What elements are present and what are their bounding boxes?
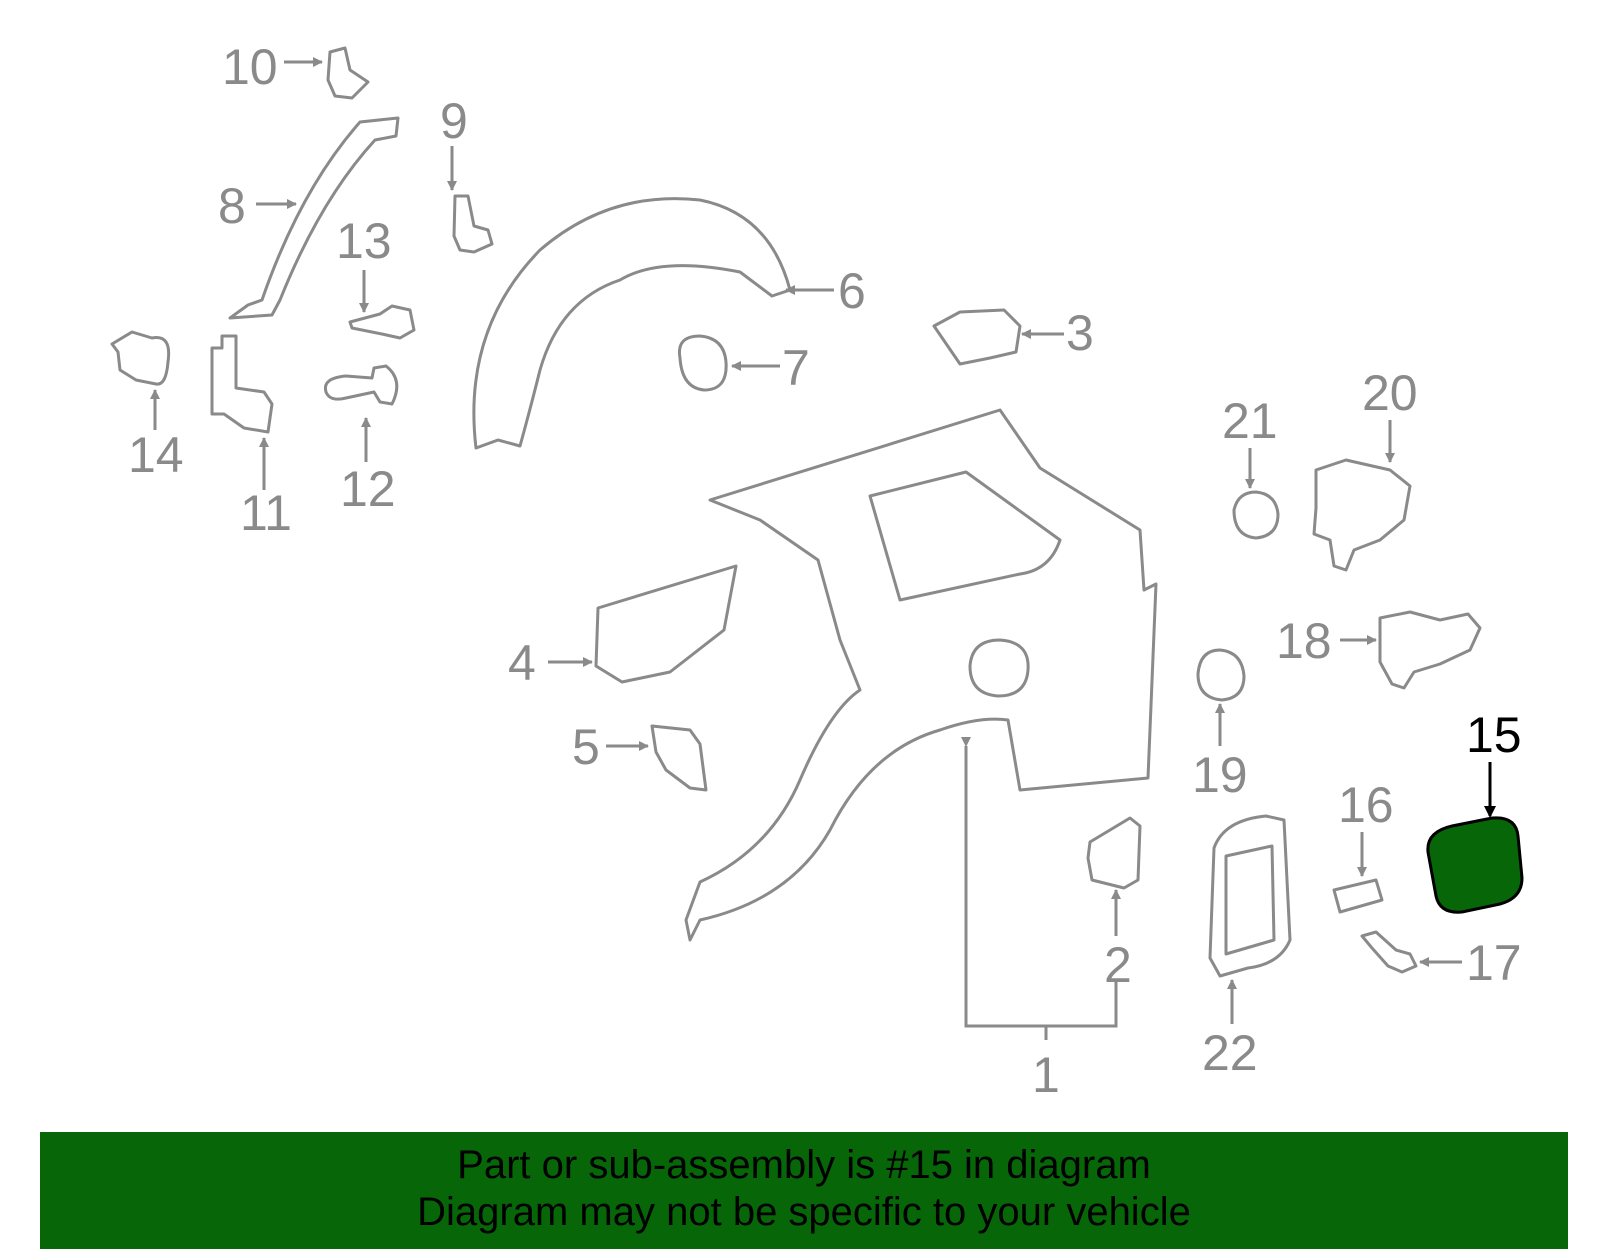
part-4-panel xyxy=(594,564,738,684)
callout-20: 20 xyxy=(1362,365,1418,421)
callout-16: 16 xyxy=(1338,777,1394,833)
part-22-housing xyxy=(1208,814,1292,978)
callout-11: 11 xyxy=(240,485,292,541)
part-1-fuel-opening xyxy=(968,638,1030,698)
part-16-label xyxy=(1332,878,1384,914)
part-20-actuator xyxy=(1312,458,1412,572)
notice-line-disclaimer: Diagram may not be specific to your vehi… xyxy=(417,1190,1191,1234)
callout-2: 2 xyxy=(1104,937,1132,993)
callout-8: 8 xyxy=(218,178,246,234)
callout-10: 10 xyxy=(222,39,278,95)
notice-line-part: Part or sub-assembly is #15 in diagram xyxy=(457,1143,1151,1187)
callout-21: 21 xyxy=(1222,393,1278,449)
part-22-inner xyxy=(1224,844,1276,956)
part-5-bracket xyxy=(650,724,708,792)
callout-14: 14 xyxy=(128,427,184,483)
part-18-lock xyxy=(1378,610,1482,690)
part-14-clip xyxy=(110,330,171,386)
callout-1: 1 xyxy=(1032,1047,1060,1103)
part-1-window xyxy=(868,470,1062,602)
part-7-grommet xyxy=(677,334,728,392)
callout-6: 6 xyxy=(838,263,866,319)
callout-18: 18 xyxy=(1276,613,1332,669)
callout-22: 22 xyxy=(1202,1025,1258,1081)
callout-15: 15 xyxy=(1466,707,1522,763)
part-15-fuel-door xyxy=(1426,816,1524,914)
part-13-bolt xyxy=(348,304,416,340)
part-10-clip xyxy=(326,46,370,100)
part-12-clip xyxy=(323,364,399,406)
part-8-molding xyxy=(228,116,400,320)
part-2-bracket xyxy=(1086,816,1142,890)
callout-7: 7 xyxy=(782,340,810,396)
part-3-pad xyxy=(932,308,1022,366)
part-17-bolt xyxy=(1360,930,1418,974)
part-21-nut xyxy=(1232,490,1280,540)
part-11-bracket xyxy=(210,334,274,434)
part-1-quarter-panel xyxy=(684,408,1158,942)
part-19-cap xyxy=(1196,648,1246,702)
callout-17: 17 xyxy=(1466,935,1522,991)
callout-19: 19 xyxy=(1192,747,1248,803)
callout-13: 13 xyxy=(336,213,392,269)
arrow-1-bracket xyxy=(961,737,1118,1028)
diagram-notice-banner: Part or sub-assembly is #15 in diagram D… xyxy=(40,1132,1568,1249)
callout-9: 9 xyxy=(440,93,468,149)
part-6-liner xyxy=(472,197,792,450)
callout-4: 4 xyxy=(508,635,536,691)
part-9-screw xyxy=(452,194,494,254)
callout-3: 3 xyxy=(1066,305,1094,361)
callout-12: 12 xyxy=(340,461,396,517)
callout-5: 5 xyxy=(572,719,600,775)
